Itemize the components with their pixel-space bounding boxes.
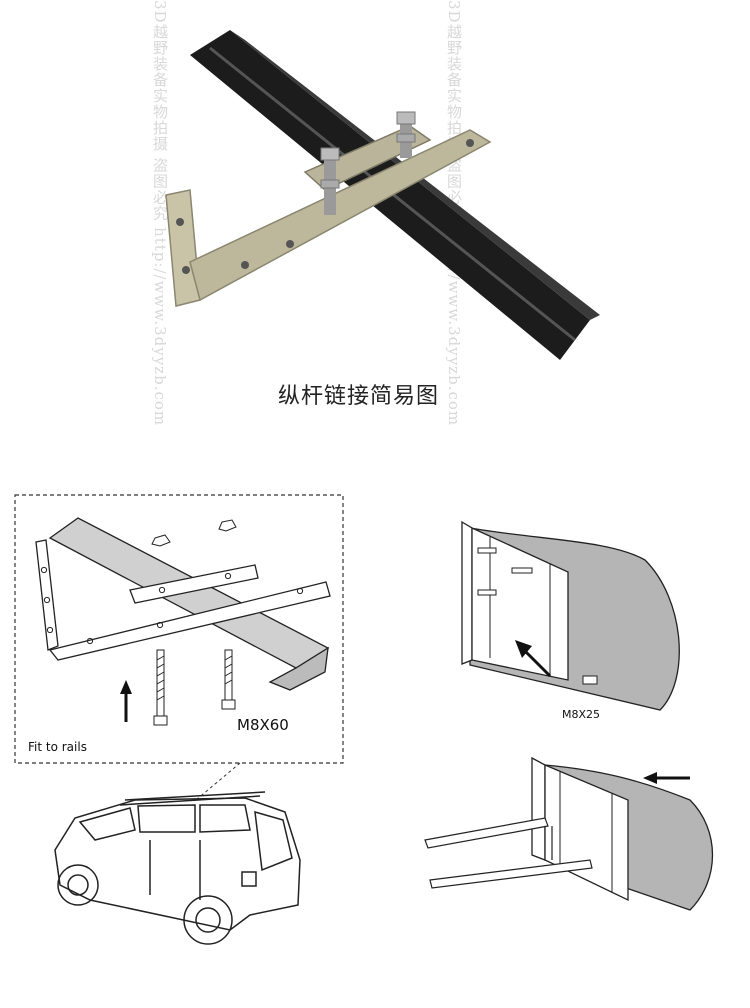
watermark-left: 3D越野装备实物拍摄 盗图必究 http://www.3dyyzb.com xyxy=(151,0,169,427)
bolt-label-m8x60: M8X60 xyxy=(237,716,289,734)
spoiler-brackets-bottom xyxy=(424,817,593,889)
diagonal-arrow-icon xyxy=(515,640,552,678)
bolt-left xyxy=(320,147,340,215)
car-illustration xyxy=(54,791,301,945)
spoiler-bolts-top xyxy=(477,547,598,685)
rail-bracket-photo xyxy=(165,30,600,360)
photo-caption: 纵杆链接简易图 xyxy=(278,384,440,409)
bracket-horizontal-arm xyxy=(189,129,492,302)
up-arrow-icon xyxy=(120,680,132,722)
dashed-frame xyxy=(14,494,344,764)
spoiler-bottom-diagram xyxy=(424,756,714,911)
bolt-label-m8x25: M8X25 xyxy=(562,708,601,721)
nut-left xyxy=(151,534,171,547)
spoiler-top-diagram xyxy=(461,520,680,711)
bolt-right xyxy=(396,111,416,158)
bolt-m8x60-left xyxy=(153,649,168,726)
left-arrow-icon xyxy=(643,772,690,784)
install-bracket-vertical xyxy=(35,539,59,651)
nut-right xyxy=(218,519,237,532)
bolt-m8x60-right xyxy=(221,649,236,710)
fit-to-rails-label: Fit to rails xyxy=(28,740,87,754)
install-bracket-horizontal xyxy=(48,581,331,661)
